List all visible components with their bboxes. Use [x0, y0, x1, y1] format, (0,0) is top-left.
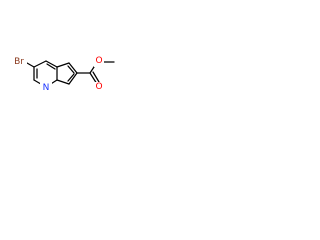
bromine-label: Br [14, 57, 24, 67]
bond-carbonyl-double [92, 71, 100, 83]
bond-c3-br [26, 62, 35, 68]
double-bond-c6-c7 [67, 73, 75, 82]
double-bond-c4-c4a [46, 63, 56, 70]
carbonyl-oxygen-label: O [95, 82, 102, 92]
bond-c4a-c5 [56, 62, 70, 68]
bond-c4-c4a [45, 60, 58, 68]
ester-oxygen-label: O [95, 56, 102, 66]
bond-c3-c4 [33, 60, 47, 68]
double-bond-c5-c6 [67, 65, 75, 74]
structure-diagram: Br N O O [11, 56, 115, 94]
bond-c6-c7 [68, 72, 78, 85]
nitrogen-label: N [43, 83, 50, 93]
bond-c5-c6 [68, 62, 78, 74]
bond-c7-n7a [56, 79, 70, 85]
